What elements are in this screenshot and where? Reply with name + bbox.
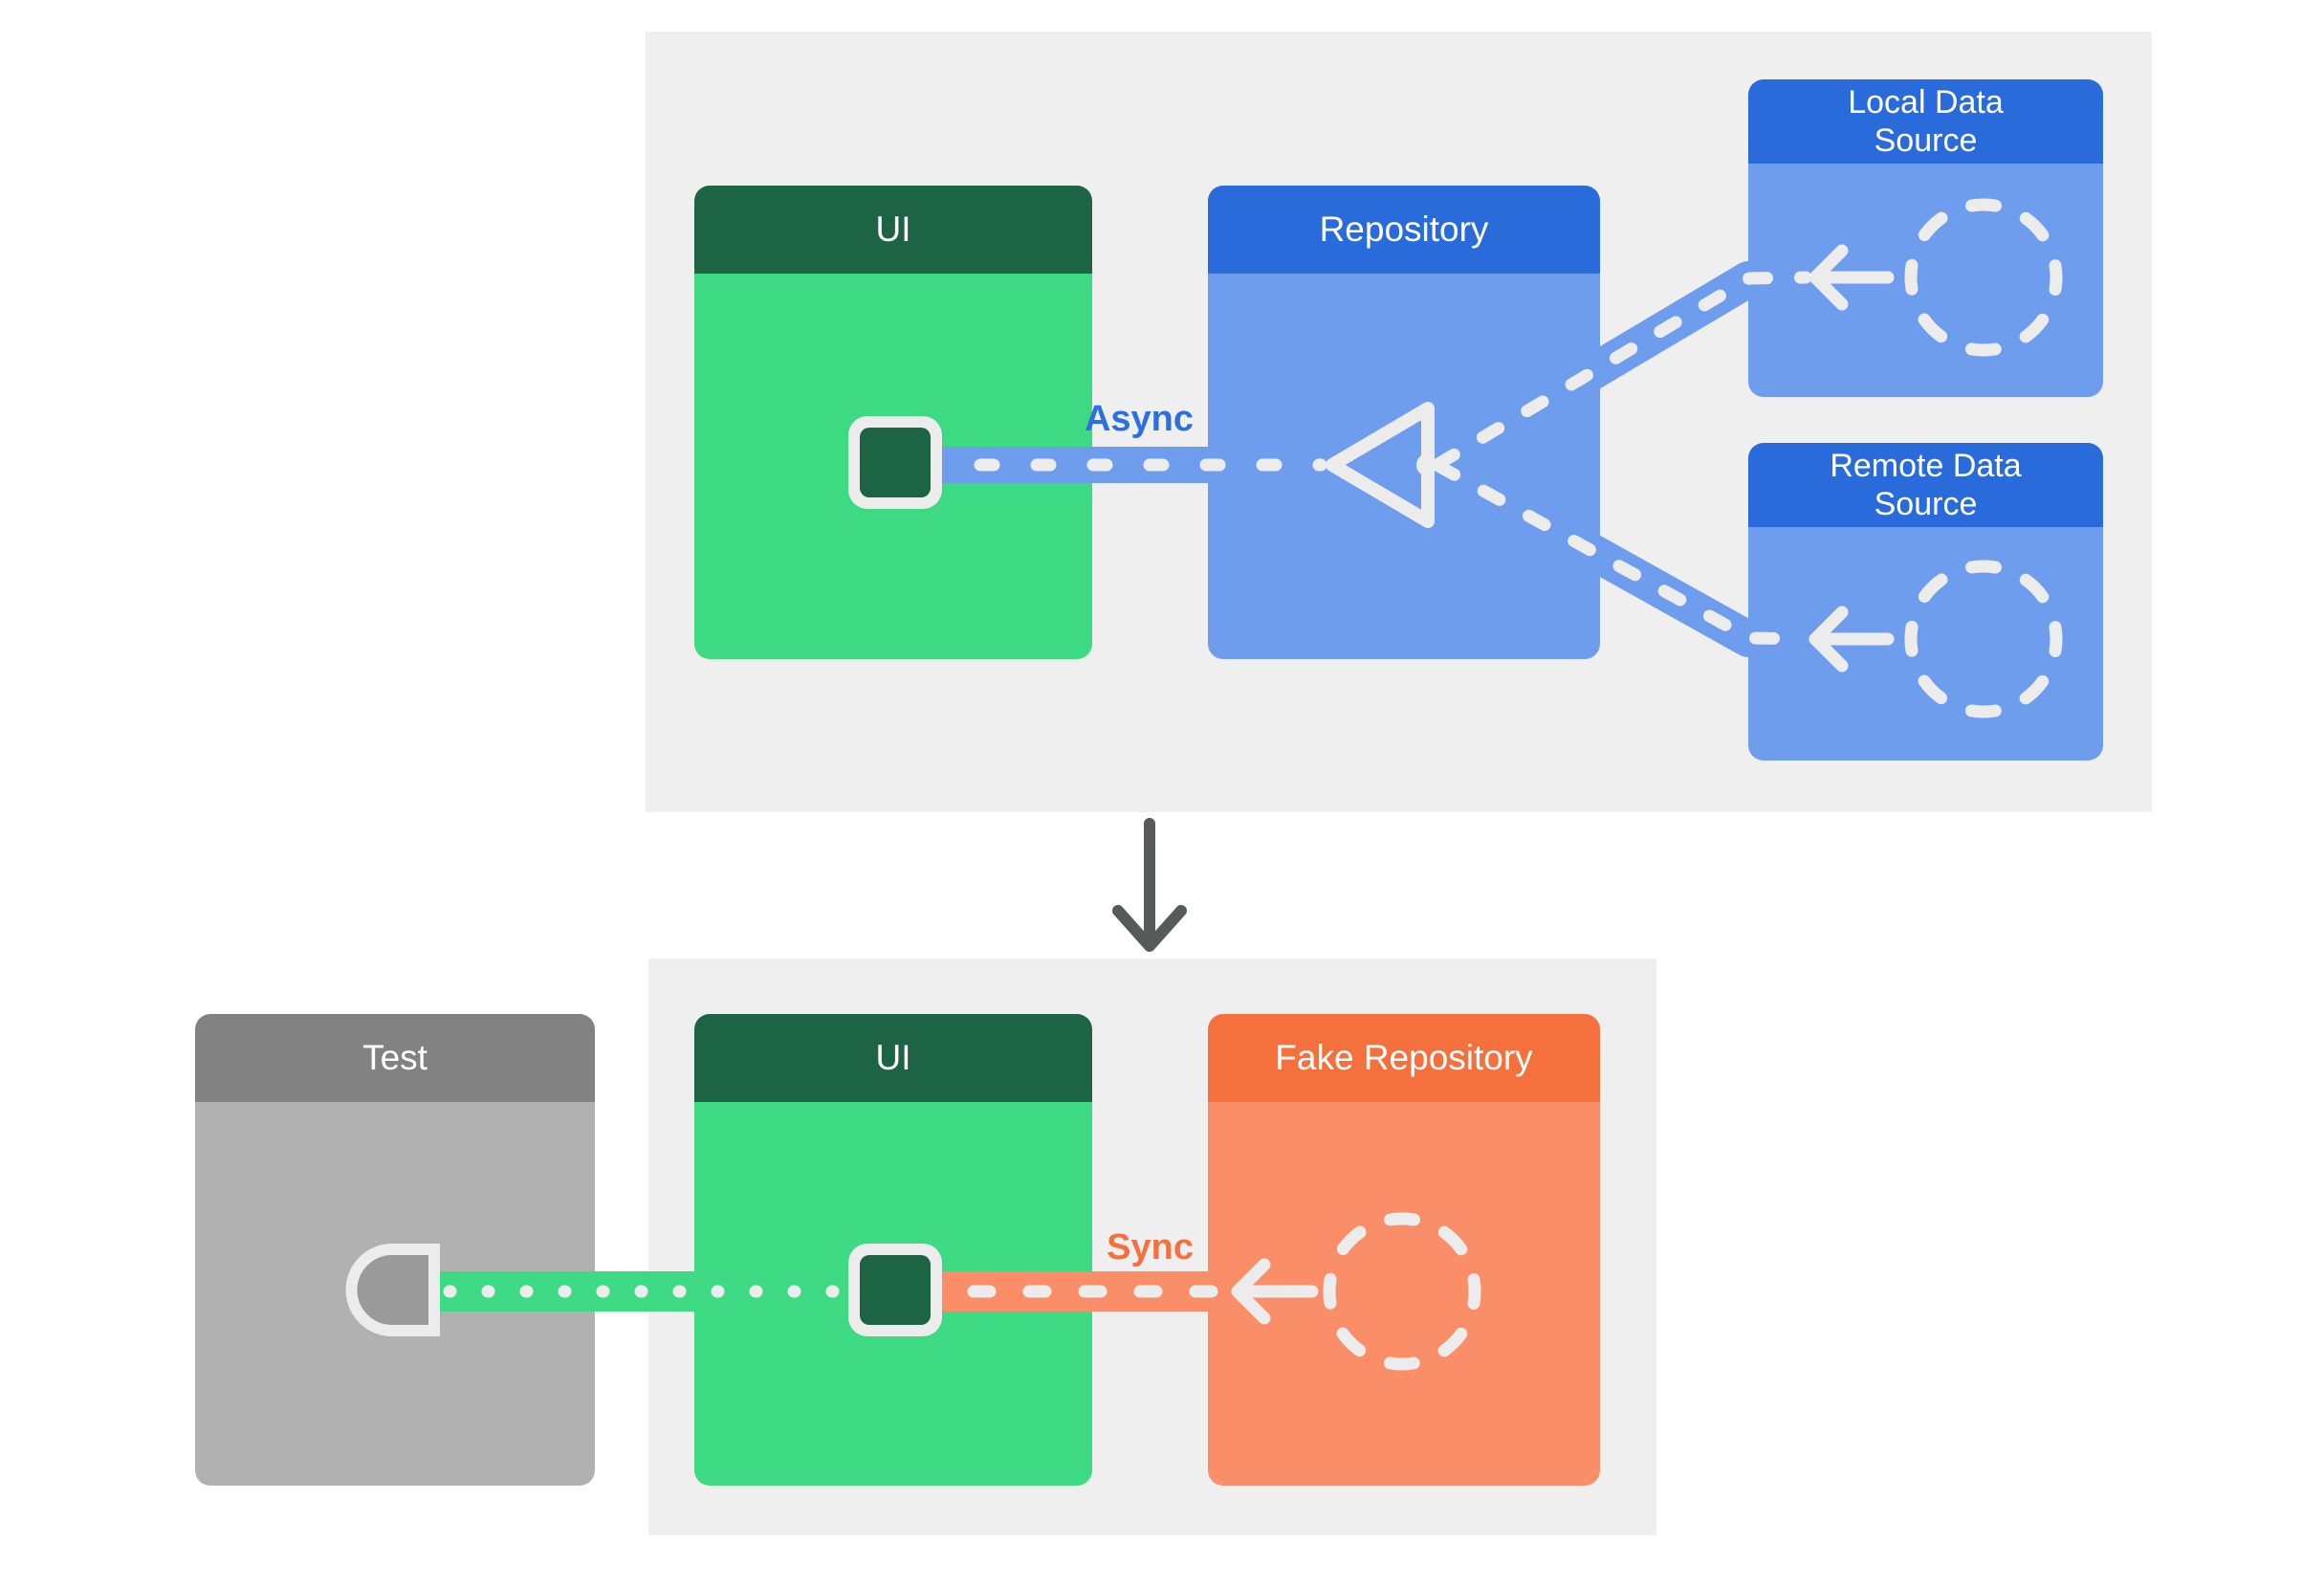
local-data-source-header: Local Data Source <box>1748 79 2103 164</box>
local-source-arrow-icon <box>1809 244 1895 311</box>
local-source-circle-icon <box>1904 198 2063 357</box>
remote-source-arrow-icon <box>1809 606 1895 672</box>
local-source-dashed-line <box>1432 271 1812 471</box>
down-arrow-icon <box>1112 818 1187 952</box>
ui-bottom-port-icon <box>848 1244 942 1336</box>
async-connection-label: Async <box>1084 399 1194 439</box>
remote-data-source-box: Remote Data Source <box>1748 443 2103 760</box>
remote-source-circle-icon <box>1904 560 2063 718</box>
ui-box-top-label: UI <box>875 209 911 249</box>
ui-box-bottom-label: UI <box>875 1038 911 1077</box>
fake-repository-circle-icon <box>1323 1212 1481 1371</box>
remote-data-source-header: Remote Data Source <box>1748 443 2103 527</box>
remote-data-source-body <box>1748 527 2103 760</box>
test-port-icon <box>345 1244 440 1336</box>
fake-repository-label: Fake Repository <box>1275 1038 1533 1077</box>
fake-repository-header: Fake Repository <box>1208 1014 1600 1102</box>
local-data-source-label: Local Data Source <box>1848 84 2004 159</box>
remote-data-source-label: Remote Data Source <box>1830 448 2022 522</box>
sync-connection-label: Sync <box>1107 1227 1194 1267</box>
test-box-label: Test <box>362 1038 428 1077</box>
ui-box-top-header: UI <box>694 186 1092 274</box>
repository-box-label: Repository <box>1319 209 1489 249</box>
repository-box-header: Repository <box>1208 186 1600 274</box>
remote-source-dashed-line <box>1432 459 1812 646</box>
ui-box-bottom-header: UI <box>694 1014 1092 1102</box>
ui-top-port-icon <box>848 416 942 509</box>
test-box-header: Test <box>195 1014 595 1102</box>
repository-inlet-triangle-icon <box>1326 402 1435 528</box>
fake-repository-arrow-icon <box>1231 1258 1319 1325</box>
